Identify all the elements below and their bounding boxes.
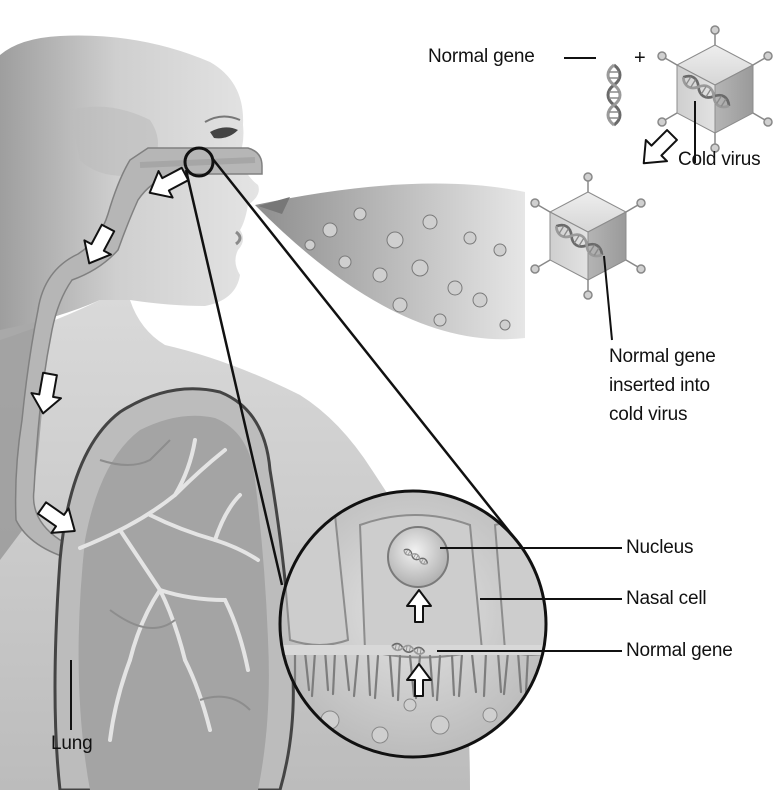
nucleus-shape <box>388 527 448 587</box>
label-nucleus: Nucleus <box>626 537 693 559</box>
arrow-to-modified-virus <box>633 124 682 173</box>
plus-sign: + <box>634 47 645 70</box>
label-normal-gene-cell: Normal gene <box>626 640 733 662</box>
cold-virus-top <box>658 26 772 152</box>
label-cold-virus: Cold virus <box>678 149 760 171</box>
label-inserted-line2: inserted into <box>609 371 749 400</box>
cold-virus-modified <box>531 173 645 299</box>
label-inserted-line3: cold virus <box>609 400 749 429</box>
label-inserted-line1: Normal gene <box>609 342 749 371</box>
label-lung: Lung <box>51 733 92 755</box>
label-nasal-cell: Nasal cell <box>626 588 706 610</box>
label-normal-gene-inserted: Normal gene inserted into cold virus <box>609 342 749 429</box>
lung-inner <box>79 416 269 790</box>
free-gene-dna <box>608 65 620 125</box>
label-normal-gene-top: Normal gene <box>428 46 535 68</box>
